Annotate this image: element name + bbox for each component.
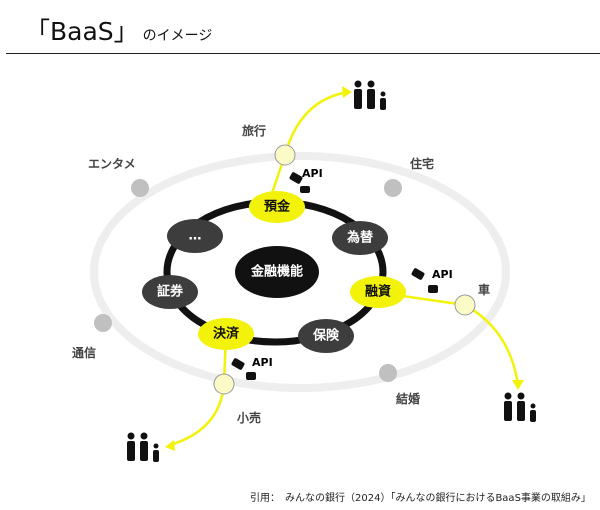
svg-text:預金: 預金 <box>264 199 291 215</box>
arrowhead-icon <box>512 380 524 390</box>
arrowhead-icon <box>342 86 352 98</box>
arrow-travel <box>283 90 349 156</box>
function-payment: 決済 <box>198 318 254 350</box>
function-insurance: 保険 <box>298 319 354 353</box>
svg-text:金融機能: 金融機能 <box>250 264 303 280</box>
svg-text:保険: 保険 <box>312 328 340 344</box>
function-exchange: 為替 <box>332 221 388 255</box>
title-sub: のイメージ <box>142 28 213 44</box>
node-housing <box>384 179 402 197</box>
plug-icon <box>411 268 438 293</box>
node-entertainment <box>131 179 149 197</box>
node-telecom <box>94 314 112 332</box>
node-marriage <box>379 364 397 382</box>
node-car <box>454 294 476 316</box>
arrowhead-icon <box>165 440 175 451</box>
node-travel <box>274 144 296 166</box>
svg-text:融資: 融資 <box>365 284 391 300</box>
title-main: 「BaaS」 <box>25 17 139 46</box>
api-label: API <box>302 167 323 180</box>
title-divider <box>6 53 600 54</box>
page-title: 「BaaS」のイメージ <box>25 12 212 48</box>
center-financial-functions: 金融機能 <box>235 246 319 298</box>
arrow-car <box>464 303 520 386</box>
family-icon <box>504 392 536 422</box>
svg-text:証券: 証券 <box>157 284 184 300</box>
label-housing: 住宅 <box>410 156 434 171</box>
plug-icon <box>231 358 256 380</box>
svg-text:…: … <box>189 229 202 244</box>
svg-text:決済: 決済 <box>213 326 240 342</box>
plug-icon <box>289 172 310 193</box>
node-retail <box>213 373 235 395</box>
label-entertainment: エンタメ <box>88 157 136 171</box>
family-icon <box>354 80 386 110</box>
citation: 引用： みんなの銀行（2024）「みんなの銀行におけるBaaS事業の取組み」 <box>250 493 591 504</box>
outer-ring <box>90 152 510 392</box>
function-securities: 証券 <box>142 275 198 309</box>
function-deposit: 預金 <box>249 191 305 223</box>
api-label: API <box>252 356 273 369</box>
family-icon <box>127 432 159 462</box>
api-label: API <box>432 268 453 281</box>
label-telecom: 通信 <box>72 345 96 360</box>
label-car: 車 <box>478 282 490 297</box>
svg-text:為替: 為替 <box>347 230 374 246</box>
label-travel: 旅行 <box>242 123 266 138</box>
arrow-retail <box>169 383 226 447</box>
label-retail: 小売 <box>237 410 261 425</box>
function-loan: 融資 <box>350 276 406 308</box>
label-marriage: 結婚 <box>396 391 420 406</box>
function-more: … <box>167 219 223 253</box>
